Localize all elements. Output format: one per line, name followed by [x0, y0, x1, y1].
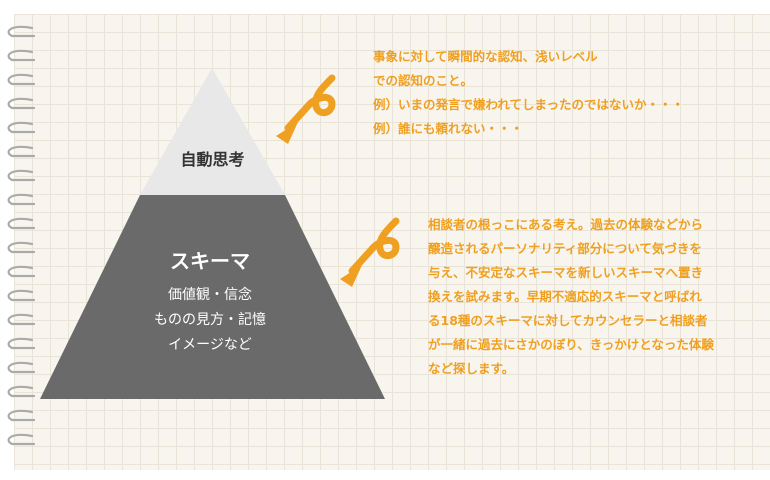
curly-arrow-icon — [340, 217, 400, 287]
schema-title: スキーマ — [170, 249, 250, 273]
note-line: 醸造されるパーソナリティ部分について気づきを — [428, 241, 702, 256]
schema-description: 価値観・信念 ものの見方・記憶 イメージなど — [110, 283, 310, 358]
note-line: が一緒に過去にさかのぼり、きっかけとなった体験 — [428, 337, 714, 352]
note-line: 例）いまの発言で嫌われてしまったのではないか・・・ — [373, 97, 685, 112]
automatic-thought-note: 事象に対して瞬間的な認知、浅いレベル での認知のこと。 例）いまの発言で嫌われて… — [373, 45, 684, 141]
schema-line: イメージなど — [168, 337, 252, 353]
note-line: 与え、不安定なスキーマを新しいスキーマへ置き — [428, 265, 704, 280]
note-line: 換えを試みます。早期不適応的スキーマと呼ばれ — [428, 289, 702, 304]
schema-line: ものの見方・記憶 — [154, 312, 266, 328]
note-line: など探します。 — [428, 361, 515, 376]
note-line: 例）誰にも頼れない・・・ — [373, 121, 524, 136]
schema-note: 相談者の根っこにある考え。過去の体験などから 醸造されるパーソナリティ部分につい… — [428, 213, 714, 381]
automatic-thought-label: 自動思考 — [180, 150, 245, 169]
schema-line: 価値観・信念 — [168, 287, 252, 303]
curly-arrow-icon — [276, 74, 336, 144]
pyramid-top-tier — [140, 68, 285, 195]
note-line: での認知のこと。 — [373, 73, 474, 88]
pyramid-bottom-tier — [40, 195, 385, 399]
notebook-spiral-binding — [7, 25, 36, 446]
note-line: 事象に対して瞬間的な認知、浅いレベル — [373, 49, 598, 64]
note-line: る18種のスキーマに対してカウンセラーと相談者 — [428, 313, 708, 328]
note-line: 相談者の根っこにある考え。過去の体験などから — [428, 217, 704, 232]
